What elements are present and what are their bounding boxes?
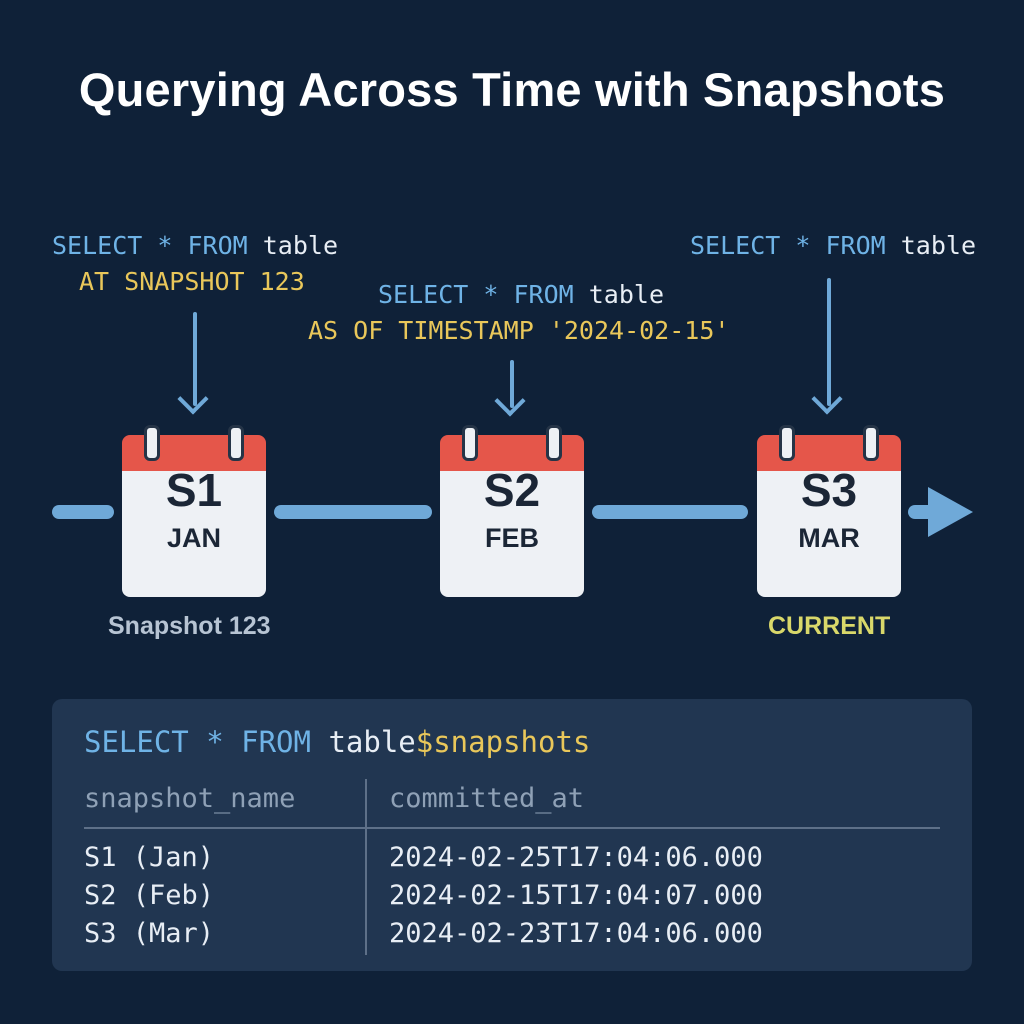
snapshots-table-panel: SELECT * FROM table$snapshots snapshot_n… (52, 699, 972, 971)
calendar-ring (863, 425, 879, 461)
table-cell: 2024-02-15T17:04:07.000 (389, 880, 763, 911)
snapshot-caption: Snapshot 123 (108, 612, 271, 640)
column-divider (365, 779, 367, 955)
query-clause: AS OF TIMESTAMP '2024-02-15' (308, 316, 730, 345)
query-clause: AT SNAPSHOT 123 (79, 267, 305, 296)
calendar-ring (779, 425, 795, 461)
down-arrow-icon (193, 312, 197, 406)
snapshot-calendar-icon: S1 JAN (122, 425, 266, 597)
query-timestamp: SELECT * FROM table AS OF TIMESTAMP '202… (308, 277, 729, 349)
table-cell: S2 (Feb) (84, 880, 215, 911)
query-keyword: SELECT * FROM (84, 725, 311, 759)
query-keyword: SELECT * FROM (52, 231, 248, 260)
header-divider (84, 827, 940, 829)
query-keyword: SELECT * FROM (690, 231, 886, 260)
down-arrow-icon (827, 278, 831, 406)
snapshot-month: MAR (798, 523, 860, 553)
timeline-segment (592, 505, 748, 519)
table-cell: 2024-02-23T17:04:06.000 (389, 918, 763, 949)
down-arrow-icon (510, 360, 514, 408)
timeline-arrowhead-icon (928, 487, 973, 537)
table-cell: S3 (Mar) (84, 918, 215, 949)
calendar-body (440, 471, 584, 597)
calendar-ring (546, 425, 562, 461)
diagram-title: Querying Across Time with Snapshots (78, 63, 946, 116)
calendar-ring (144, 425, 160, 461)
query-suffix: $snapshots (415, 725, 591, 759)
query-table: table (262, 231, 338, 260)
column-header-committed-at: committed_at (389, 783, 585, 814)
table-cell: 2024-02-25T17:04:06.000 (389, 842, 763, 873)
column-header-snapshot-name: snapshot_name (84, 783, 296, 814)
query-snapshot: SELECT * FROM table AT SNAPSHOT 123 (52, 228, 338, 300)
query-table: table (328, 725, 416, 759)
query-table: table (900, 231, 976, 260)
snapshot-calendar-icon: S2 FEB (440, 425, 584, 597)
snapshot-month: JAN (166, 523, 221, 553)
snapshot-month: FEB (485, 523, 539, 553)
current-label: CURRENT (768, 612, 891, 640)
snapshot-id: S1 (165, 464, 223, 516)
calendar-ring (228, 425, 244, 461)
query-current: SELECT * FROM table (690, 228, 976, 264)
query-keyword: SELECT * FROM (378, 280, 574, 309)
timeline-segment (52, 505, 114, 519)
snapshot-id: S3 (800, 464, 858, 516)
timeline-segment (274, 505, 432, 519)
calendar-body (122, 471, 266, 597)
query-table: table (588, 280, 664, 309)
table-cell: S1 (Jan) (84, 842, 215, 873)
calendar-body (757, 471, 901, 597)
snapshot-id: S2 (483, 464, 541, 516)
calendar-ring (462, 425, 478, 461)
snapshots-query: SELECT * FROM table$snapshots (84, 725, 590, 759)
snapshot-calendar-icon: S3 MAR (757, 425, 901, 597)
